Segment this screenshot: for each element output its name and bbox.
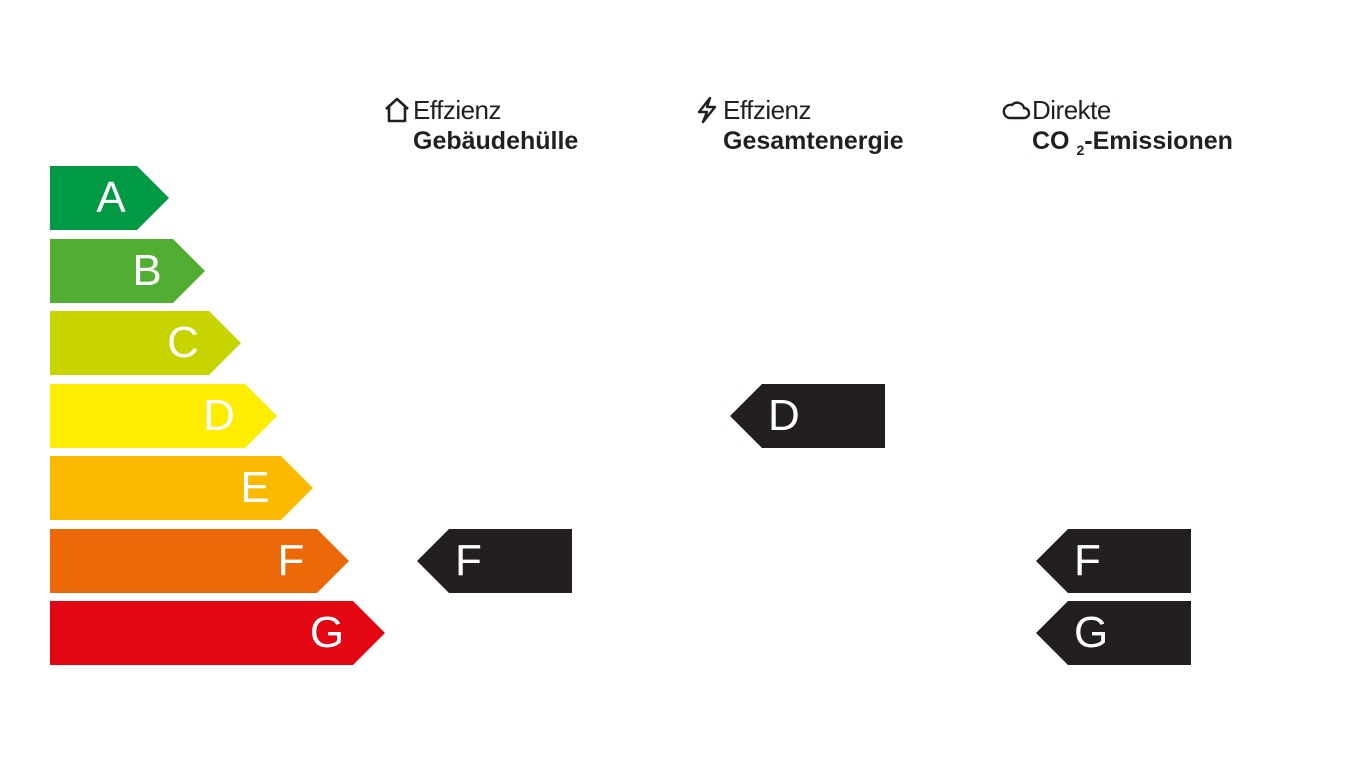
co2-text: CO xyxy=(1032,127,1070,155)
rating-marker-direct-co2: G xyxy=(1036,601,1191,665)
header-total-energy: Effzienz Gesamtenergie xyxy=(692,94,904,156)
rating-label: F xyxy=(455,536,482,585)
header-line2: Gebäudehülle xyxy=(413,127,579,155)
rating-label: D xyxy=(768,391,800,440)
scale-label: A xyxy=(96,173,126,222)
header-line2: CO 2-Emissionen xyxy=(1032,126,1233,165)
rating-marker-total-energy: D xyxy=(730,384,885,448)
co2-subscript: 2 xyxy=(1076,142,1085,158)
scale-label: E xyxy=(240,463,270,512)
scale-label: G xyxy=(309,608,345,657)
scale-bar-d: D xyxy=(50,384,277,448)
header-direct-co2: Direkte CO 2-Emissionen xyxy=(1001,94,1233,165)
header-line2: Gesamtenergie xyxy=(723,127,904,155)
rating-marker-building-envelope: F xyxy=(417,529,572,593)
rating-label: F xyxy=(1074,536,1101,585)
scale-bar-a: A xyxy=(50,166,169,230)
scale-bar-e: E xyxy=(50,456,313,520)
scale-label: D xyxy=(203,391,235,440)
scale-bar-c: C xyxy=(50,311,241,375)
header-line1: Direkte xyxy=(1032,95,1111,125)
header-line1: Effzienz xyxy=(723,95,812,125)
rating-marker-direct-co2: F xyxy=(1036,529,1191,593)
scale-bar-g: G xyxy=(50,601,385,665)
scale-bar-f: F xyxy=(50,529,349,593)
lightning-icon xyxy=(697,96,717,124)
scale-bar-b: B xyxy=(50,239,205,303)
scale-label: F xyxy=(277,536,305,585)
cloud-icon xyxy=(1002,101,1031,120)
scale-label: B xyxy=(132,246,162,295)
emissions-text: -Emissionen xyxy=(1084,127,1233,155)
scale-label: C xyxy=(167,318,199,367)
house-icon xyxy=(385,97,409,123)
header-line1: Effzienz xyxy=(413,95,502,125)
rating-label: G xyxy=(1074,608,1109,657)
header-building-envelope: Effzienz Gebäudehülle xyxy=(382,94,578,156)
